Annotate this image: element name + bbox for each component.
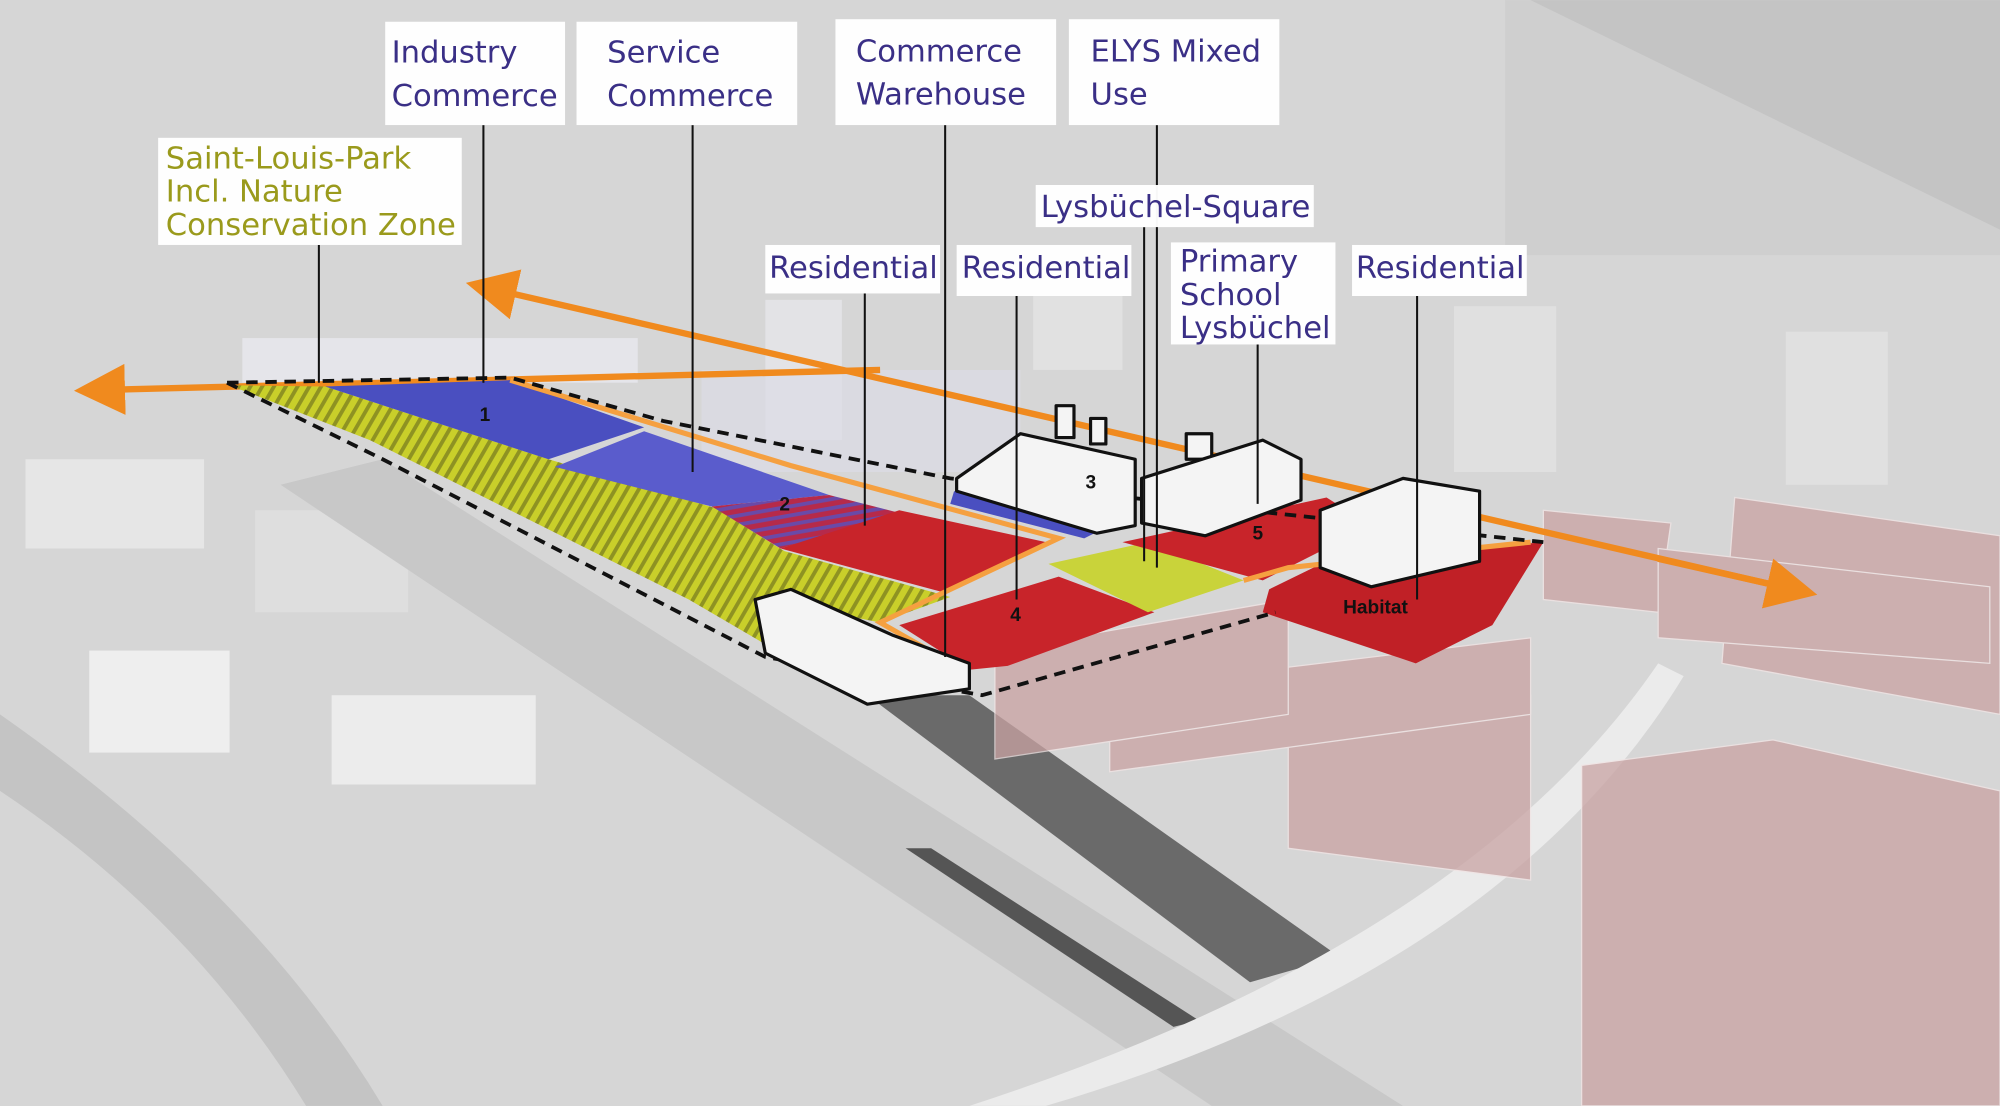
leader-lines [317, 125, 1419, 657]
label-lysbuechel-square: Lysbüchel-Square [1035, 185, 1314, 228]
label-residential-2: Residential [956, 244, 1132, 296]
label-text: Incl. Nature [166, 175, 343, 210]
zone-2-residential-commerce [711, 494, 900, 549]
buildings [753, 404, 1482, 706]
label-text: Residential [1356, 251, 1525, 286]
label-text: Conservation Zone [166, 208, 456, 243]
label-text: Lysbüchel-Square [1041, 190, 1311, 225]
label-text: Primary [1180, 245, 1298, 280]
zone-residential-west [780, 510, 1046, 594]
park-conservation-zone [229, 385, 951, 645]
label-residential-1: Residential [765, 244, 941, 294]
label-text: Use [1091, 78, 1148, 113]
zone-industry-commerce [325, 380, 645, 460]
label-elys-mixed-use: ELYS Mixed Use [1068, 19, 1280, 126]
label-text: School [1180, 278, 1282, 313]
label-text: Commerce [856, 34, 1022, 69]
label-text: Lysbüchel [1180, 311, 1331, 346]
zone-number-2: 2 [779, 494, 790, 515]
label-saint-louis-park: Saint-Louis-Park Incl. Nature Conservati… [158, 137, 462, 245]
zone-number-1: 1 [480, 405, 491, 426]
route-arrow-east [1657, 555, 1818, 609]
site-boundary-dashed [226, 375, 1544, 698]
label-text: Commerce [392, 79, 558, 114]
habitat-label: Habitat [1343, 598, 1408, 619]
label-service-commerce: Service Commerce [576, 21, 798, 126]
label-commerce-warehouse: Commerce Warehouse [835, 19, 1057, 126]
zone-number-4: 4 [1010, 605, 1021, 626]
label-text: ELYS Mixed [1091, 34, 1262, 69]
label-text: Commerce [607, 79, 773, 114]
zone-lysbuechel-square [1048, 542, 1244, 613]
label-industry-commerce: Industry Commerce [385, 21, 566, 126]
label-text: Residential [962, 251, 1131, 286]
route-arrow-diagonal [465, 269, 1800, 594]
label-text: Saint-Louis-Park [166, 141, 412, 176]
zone-4-residential [899, 576, 1155, 670]
zone-number-5: 5 [1253, 524, 1264, 545]
label-text: Residential [769, 251, 938, 286]
label-text: Industry [392, 36, 518, 71]
label-primary-school: Primary School Lysbüchel [1170, 242, 1336, 346]
zone-numbers: 1 2 3 4 5 Habitat [480, 405, 1409, 626]
label-text: Warehouse [856, 78, 1026, 113]
label-residential-3: Residential [1352, 244, 1527, 296]
zone-number-3: 3 [1085, 473, 1096, 494]
label-text: Service [607, 36, 720, 71]
